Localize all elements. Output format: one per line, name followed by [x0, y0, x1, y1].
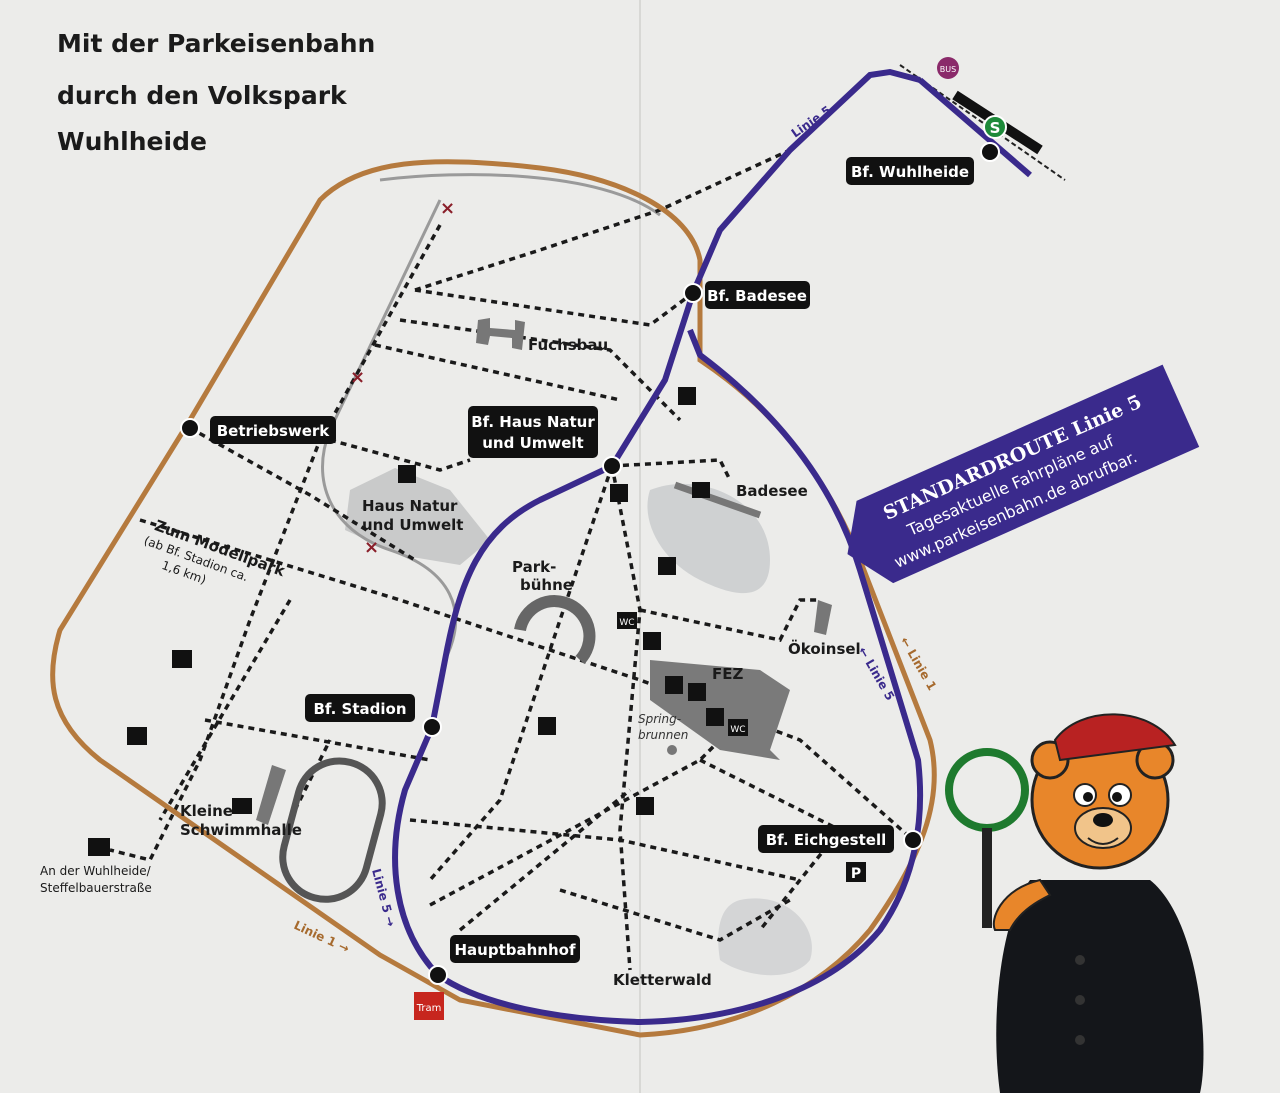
wc-badge-fez: WC [728, 719, 748, 736]
station-label-wuhlheide[interactable]: Bf. Wuhlheide [846, 157, 974, 185]
oekoinsel-building [814, 600, 832, 635]
kletterwald-area [718, 898, 812, 976]
station-wuhlheide-dot [980, 142, 1000, 162]
restaurant-icon [398, 465, 416, 483]
closed-marker-icon: × [364, 537, 379, 558]
wc-badge-parkbuehne: WC [617, 612, 637, 629]
football-icon [172, 650, 192, 668]
place-fuchsbau: Fuchsbau [528, 336, 608, 354]
place-haus-natur-1: Haus Natur [362, 497, 458, 515]
station-badesee-dot [683, 283, 703, 303]
closed-marker-icon: × [440, 198, 455, 219]
bear-arm [992, 878, 1052, 931]
football-icon [688, 683, 706, 701]
playground-icon [658, 557, 676, 575]
place-springbrunnen-2: brunnen [638, 728, 688, 742]
swimming-icon [665, 676, 683, 694]
place-badesee: Badesee [736, 482, 808, 500]
tram-badge: Tram [414, 992, 444, 1020]
restaurant-icon [706, 708, 724, 726]
station-label-haus-natur[interactable]: Bf. Haus Natur und Umwelt [468, 406, 598, 458]
title-line-1: Mit der Parkeisenbahn [57, 29, 375, 58]
place-bushalt-1: An der Wuhlheide/ [40, 864, 152, 878]
station-stadion-dot [422, 717, 442, 737]
bus-stop-icon [88, 838, 110, 856]
football-icon [127, 727, 147, 745]
linie-5-wuhlheide-spur [918, 77, 1032, 178]
restaurant-icon [643, 632, 661, 650]
station-eichgestell-dot [903, 830, 923, 850]
station-label-eichgestell[interactable]: Bf. Eichgestell [758, 825, 894, 853]
bus-badge: BUS [937, 57, 959, 79]
title-line-3: Wuhlheide [57, 127, 207, 156]
title-line-2: durch den Volkspark [57, 81, 348, 110]
place-fez: FEZ [712, 665, 743, 683]
svg-text:WC: WC [730, 725, 745, 735]
parking-badge: P [846, 862, 866, 882]
svg-text:Betriebswerk: Betriebswerk [217, 422, 331, 440]
place-bushalt-2: Steffelbauerstraße [40, 881, 152, 895]
place-springbrunnen-1: Spring- [638, 712, 681, 726]
place-kletterwald: Kletterwald [613, 971, 712, 989]
signal-handle [982, 828, 992, 928]
sbahn-badge: S [983, 115, 1007, 139]
fuchsbau-building [476, 318, 525, 350]
svg-text:S: S [990, 119, 1001, 137]
bear-mascot-illustration [945, 713, 1204, 1093]
station-label-betriebswerk[interactable]: Betriebswerk [210, 416, 336, 444]
restaurant-icon [610, 484, 628, 502]
linie-5-route [392, 68, 924, 1026]
restaurant-icon [678, 387, 696, 405]
svg-text:Bf. Eichgestell: Bf. Eichgestell [766, 831, 886, 849]
old-track-top [379, 173, 661, 217]
svg-text:Bf. Stadion: Bf. Stadion [313, 700, 406, 718]
place-schwimmhalle-2: Schwimmhalle [180, 821, 302, 839]
place-oekoinsel: Ökoinsel [788, 639, 861, 658]
station-dots [180, 142, 1000, 985]
badesee-building [673, 481, 762, 519]
parkbuehne-stage [514, 595, 596, 665]
station-hauptbahnhof-dot [428, 965, 448, 985]
bear-nose [1093, 813, 1113, 827]
station-label-stadion[interactable]: Bf. Stadion [305, 694, 415, 722]
svg-text:WC: WC [619, 618, 634, 628]
station-label-badesee[interactable]: Bf. Badesee [705, 281, 810, 309]
schwimmhalle-building [256, 765, 286, 825]
svg-text:P: P [851, 866, 861, 882]
swimming-icon [232, 798, 252, 814]
springbrunnen-fountain [667, 745, 677, 755]
bear-cap [1053, 713, 1177, 762]
bear-coat [996, 880, 1204, 1093]
restaurant-icon [538, 717, 556, 735]
station-label-hauptbahnhof[interactable]: Hauptbahnhof [450, 935, 580, 963]
svg-text:Bf. Haus Natur: Bf. Haus Natur [471, 413, 595, 431]
place-parkbuehne-2: bühne [520, 576, 573, 594]
stadium-track [279, 757, 386, 903]
place-parkbuehne-1: Park- [512, 558, 556, 576]
station-haus-natur-dot [602, 456, 622, 476]
swimming-icon [692, 482, 710, 498]
svg-text:Bf. Badesee: Bf. Badesee [707, 287, 807, 305]
place-schwimmhalle-1: Kleine [180, 802, 233, 820]
svg-text:und Umwelt: und Umwelt [482, 434, 583, 452]
pictograms: × × × [88, 198, 724, 856]
place-haus-natur-2: und Umwelt [362, 516, 463, 534]
map-title: Mit der Parkeisenbahn durch den Volkspar… [57, 29, 375, 156]
svg-text:Bf. Wuhlheide: Bf. Wuhlheide [851, 163, 969, 181]
svg-text:Tram: Tram [416, 1003, 442, 1014]
station-betriebswerk-dot [180, 418, 200, 438]
closed-marker-icon: × [350, 367, 365, 388]
svg-text:BUS: BUS [940, 65, 956, 74]
playground-icon [636, 797, 654, 815]
svg-text:Hauptbahnhof: Hauptbahnhof [455, 941, 576, 959]
